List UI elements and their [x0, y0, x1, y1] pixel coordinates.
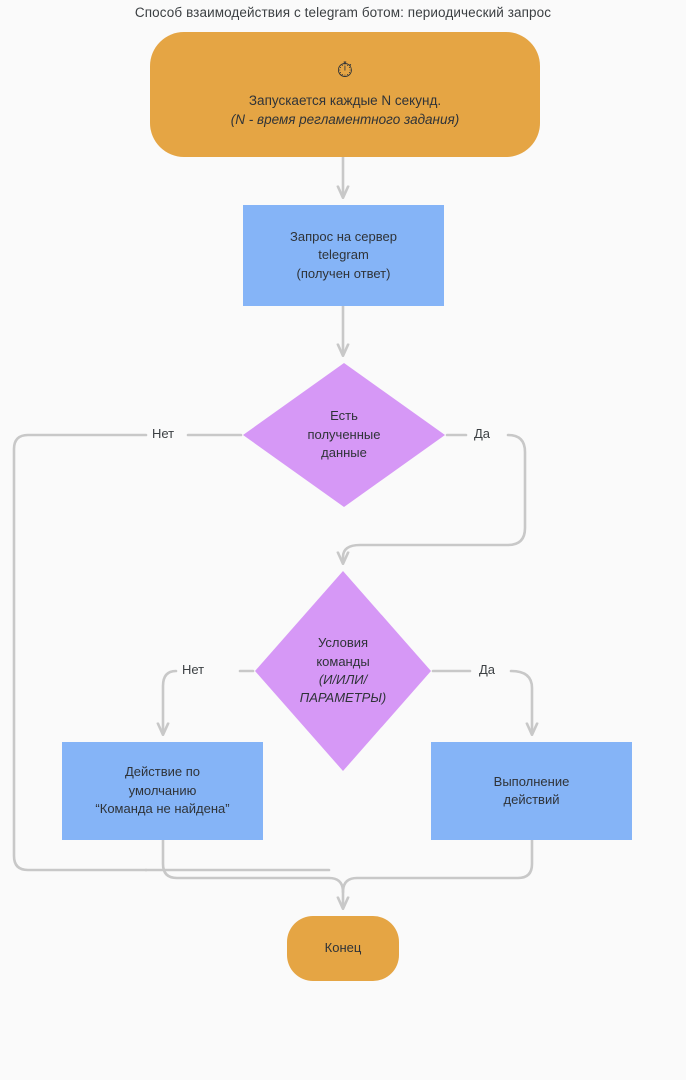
node-request-line1: Запрос на сервер — [290, 228, 397, 244]
edge-decision-command-no-path — [163, 669, 178, 734]
node-decision-data-line3: данные — [321, 445, 367, 461]
node-decision-data[interactable]: Есть полученные данные — [243, 363, 445, 507]
edge-decision-command-yes-path — [509, 669, 532, 734]
node-decision-command[interactable]: Условия команды (И/ИЛИ/ ПАРАМЕТРЫ) — [255, 571, 431, 771]
node-start-line1: Запускается каждые N секунд. — [248, 92, 442, 108]
node-end-label: Конец — [324, 940, 362, 956]
node-exec-action-line1: Выполнение — [493, 773, 570, 789]
node-request[interactable]: Запрос на сервер telegram (получен ответ… — [243, 205, 444, 306]
node-decision-data-line1: Есть — [330, 408, 358, 424]
node-decision-data-line2: полученные — [307, 426, 381, 442]
node-default-action-line1: Действие по — [124, 764, 201, 780]
node-default-action-line2: умолчанию — [128, 782, 197, 798]
node-decision-command-line3: (И/ИЛИ/ — [318, 672, 368, 687]
node-start-line2: (N - время регламентного задания) — [230, 112, 460, 127]
node-exec-action[interactable]: Выполнение действий — [431, 742, 632, 840]
node-request-line2: telegram — [318, 247, 369, 263]
page-title: Способ взаимодействия с telegram ботом: … — [134, 5, 552, 20]
node-decision-command-line1: Условия — [317, 635, 369, 651]
edge-label-decision-command-no: Нет — [182, 662, 205, 677]
node-request-line3: (получен ответ) — [296, 265, 391, 281]
node-decision-command-line2: команды — [316, 653, 370, 669]
edge-exec-action-to-end — [341, 838, 534, 894]
edge-label-decision-command-yes: Да — [479, 662, 496, 677]
stopwatch-icon: ⏱ — [336, 58, 354, 82]
edge-label-decision-data-yes: Да — [474, 426, 491, 441]
edge-label-decision-data-no: Нет — [152, 426, 175, 441]
node-default-action-line3: “Команда не найдена” — [95, 801, 230, 817]
node-exec-action-line2: действий — [503, 792, 560, 807]
node-default-action[interactable]: Действие по умолчанию “Команда не найден… — [62, 742, 263, 840]
node-decision-command-line4: ПАРАМЕТРЫ) — [299, 690, 387, 706]
node-end[interactable]: Конец — [287, 916, 399, 981]
node-start[interactable]: ⏱ Запускается каждые N секунд. (N - врем… — [150, 32, 540, 157]
edge-default-action-to-end — [161, 838, 343, 908]
